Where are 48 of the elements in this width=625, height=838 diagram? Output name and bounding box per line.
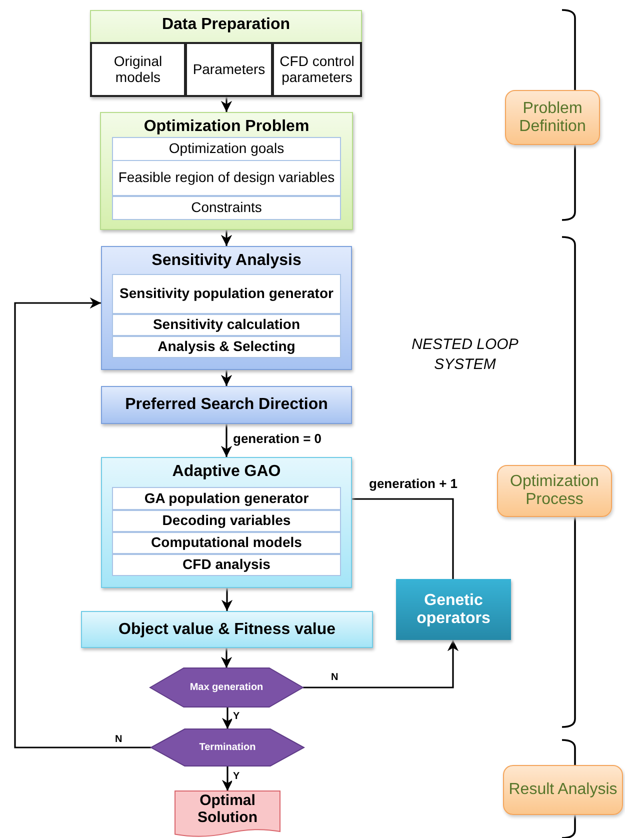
arrow: [220, 97, 232, 112]
edge-label: Y: [232, 711, 241, 722]
edge-label: N: [114, 734, 124, 745]
process-box: [90, 10, 362, 97]
process-box: [100, 112, 353, 230]
list-item: CFD control parameters: [272, 42, 362, 97]
edge-label: Y: [232, 771, 241, 782]
list-item: Sensitivity population generator: [112, 274, 341, 314]
phase-box: Optimization Process: [497, 465, 612, 517]
list-item: Parameters: [185, 42, 273, 97]
list-item: Sensitivity calculation: [112, 314, 341, 336]
arrow: [222, 766, 234, 791]
decision-diamond: Max generation: [150, 668, 303, 707]
process-box: Preferred Search Direction: [101, 386, 352, 424]
group-title: Optimization Problem: [142, 117, 310, 136]
list-item: GA population generator: [112, 487, 341, 510]
group-title: Data Preparation: [160, 15, 292, 34]
phase-box: Result Analysis: [503, 765, 623, 815]
arrow: [222, 707, 234, 729]
arrow: [220, 370, 232, 386]
list-item: Analysis & Selecting: [112, 336, 341, 358]
group-title: Sensitivity Analysis: [150, 251, 302, 270]
edge-label: generation + 1: [368, 477, 458, 492]
process-box: [101, 457, 352, 588]
connector-line: [352, 498, 454, 579]
edge-label: generation = 0: [232, 432, 322, 446]
arrow: [221, 588, 233, 611]
arrow: [220, 648, 232, 668]
process-box: Object value & Fitness value: [81, 611, 373, 648]
list-item: Decoding variables: [112, 510, 341, 532]
list-item: Constraints: [112, 196, 341, 220]
phase-box: Problem Definition: [505, 90, 600, 145]
arrow: [14, 297, 151, 748]
group-title: Adaptive GAO: [171, 462, 282, 481]
decision-diamond: Termination: [151, 729, 304, 766]
arrow: [303, 640, 459, 688]
list-item: Original models: [90, 42, 186, 97]
process-box: Genetic operators: [396, 579, 511, 640]
arrow: [220, 424, 232, 457]
edge-label: N: [330, 672, 340, 683]
note-text: NESTED LOOP SYSTEM: [410, 335, 520, 374]
list-item: Computational models: [112, 532, 341, 554]
arrow: [220, 230, 232, 246]
list-item: Optimization goals: [112, 137, 341, 161]
list-item: CFD analysis: [112, 554, 341, 576]
document-shape: Optimal Solution: [175, 791, 280, 837]
list-item: Feasible region of design variables: [112, 160, 341, 196]
process-box: [101, 246, 352, 370]
